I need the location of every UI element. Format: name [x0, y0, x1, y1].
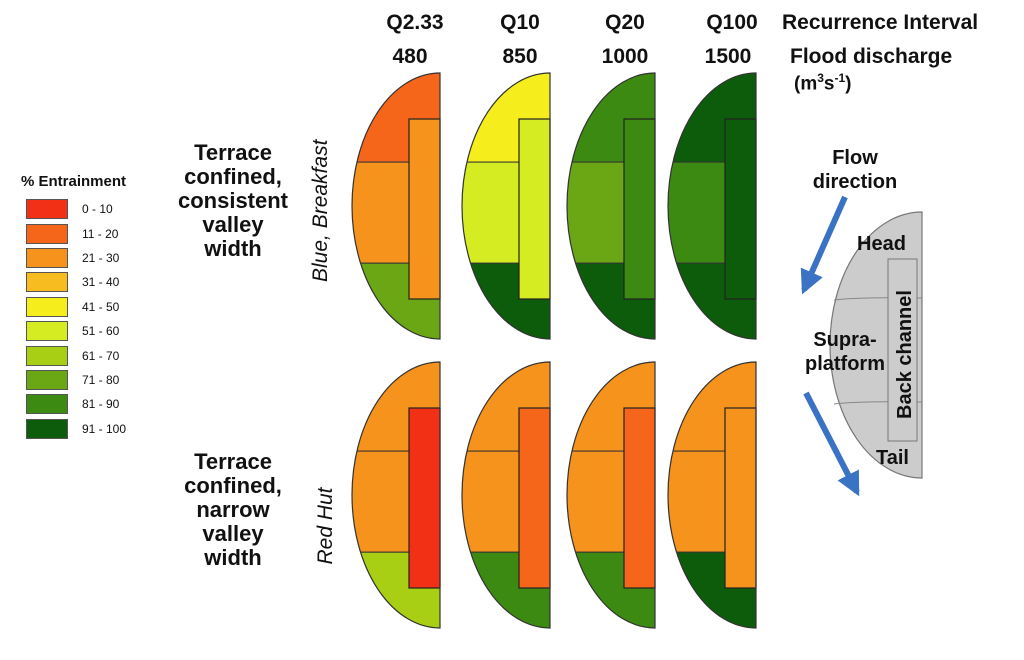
legend-item: 31 - 40 — [26, 270, 126, 294]
discharge-850: 850 — [502, 45, 538, 68]
flood-discharge-title: Flood discharge — [790, 45, 953, 68]
bar-unit-outline — [566, 72, 656, 340]
legend-label: 11 - 20 — [82, 226, 119, 241]
legend-title: % Entrainment — [21, 173, 127, 190]
discharge-480: 480 — [392, 45, 428, 68]
flow-direction-label: Flow direction — [812, 147, 898, 193]
row-label-consistent: Terrace confined, consistent valley widt… — [177, 140, 289, 261]
legend-label: 41 - 50 — [82, 299, 120, 314]
legend-item: 91 - 100 — [26, 417, 126, 441]
legend-swatch — [26, 223, 68, 244]
bar-unit-outline — [461, 72, 551, 340]
legend-swatch — [26, 345, 68, 366]
legend-label: 71 - 80 — [82, 372, 120, 387]
legend-item: 71 - 80 — [26, 368, 126, 392]
bar-back-channel — [408, 407, 441, 589]
row-label-narrow: Terrace confined, narrow valley width — [184, 449, 282, 570]
flow-arrow — [803, 391, 860, 497]
legend-item: 51 - 60 — [26, 319, 126, 343]
bar-unit-outline — [351, 361, 441, 629]
bar-back-channel — [518, 118, 551, 300]
legend-label: 61 - 70 — [82, 348, 120, 363]
interval-q100: Q100 — [706, 11, 758, 34]
bar-unit-outline — [566, 361, 656, 629]
tail-label: Tail — [876, 447, 909, 469]
discharge-1500: 1500 — [704, 45, 752, 68]
legend-label: 51 - 60 — [82, 324, 120, 339]
legend-swatch — [26, 321, 68, 342]
legend-label: 21 - 30 — [82, 250, 120, 265]
interval-q20: Q20 — [605, 11, 645, 34]
legend-item: 61 - 70 — [26, 343, 126, 367]
bar-back-channel — [623, 118, 656, 300]
flow-arrow — [800, 195, 848, 295]
bar-back-channel — [724, 118, 757, 300]
legend-swatch — [26, 272, 68, 293]
bar-back-channel — [518, 407, 551, 589]
bar-unit-outline — [667, 361, 757, 629]
legend-swatch — [26, 247, 68, 268]
recurrence-interval-title: Recurrence Interval — [782, 11, 979, 34]
discharge-1000: 1000 — [601, 45, 649, 68]
legend-swatch — [26, 296, 68, 317]
bar-back-channel — [724, 407, 757, 589]
legend-item: 11 - 20 — [26, 221, 126, 245]
head-label: Head — [857, 233, 906, 255]
legend-item: 0 - 10 — [26, 197, 126, 221]
legend-swatch — [26, 394, 68, 415]
bar-unit-outline — [461, 361, 551, 629]
legend-label: 81 - 90 — [82, 397, 120, 412]
bar-back-channel — [408, 118, 441, 300]
legend-item: 21 - 30 — [26, 246, 126, 270]
back-channel-label: Back channel — [894, 290, 916, 419]
flood-discharge-units: (m3s-1) — [794, 71, 852, 95]
legend-swatch — [26, 199, 68, 220]
legend-item: 41 - 50 — [26, 295, 126, 319]
legend-swatch — [26, 418, 68, 439]
interval-q10: Q10 — [500, 11, 540, 34]
legend: 0 - 10 11 - 20 21 - 30 31 - 40 41 - 50 5… — [26, 197, 126, 441]
legend-item: 81 - 90 — [26, 392, 126, 416]
legend-swatch — [26, 369, 68, 390]
bar-unit-outline — [351, 72, 441, 340]
supra-platform-label: Supra- platform — [805, 329, 885, 375]
bar-unit-outline — [667, 72, 757, 340]
bar-back-channel — [623, 407, 656, 589]
legend-label: 31 - 40 — [82, 275, 120, 290]
legend-label: 91 - 100 — [82, 421, 127, 436]
schematic-back-channel — [887, 258, 918, 442]
interval-q2-33: Q2.33 — [386, 11, 444, 34]
legend-label: 0 - 10 — [82, 202, 113, 217]
